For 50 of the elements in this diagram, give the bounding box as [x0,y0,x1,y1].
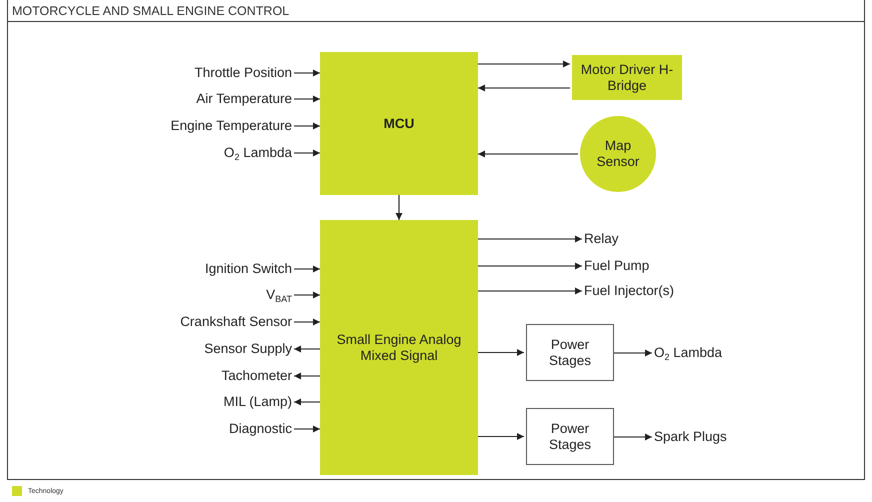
arrow [478,84,570,92]
block-label: Power Stages [548,336,592,368]
block-label: Motor Driver H-Bridge [580,62,674,94]
signal-label: Air Temperature [196,90,292,108]
arrow [294,150,320,156]
block-label: Small Engine Analog Mixed Signal [336,332,462,364]
arrow [478,349,524,356]
arrow [294,372,320,380]
arrow [478,150,578,158]
signal-label: V$_{BAT}$ [266,286,292,304]
block-label: Power Stages [548,420,592,452]
arrow [294,96,320,102]
signal-label: Diagnostic [228,420,292,438]
arrow [294,346,320,352]
arrow [294,426,320,432]
signal-label: Ignition Switch [204,260,292,278]
block-label: MCU [382,116,416,132]
arrow [294,70,320,76]
arrow [294,318,320,326]
signal-label: O$_{2}$ Lambda [224,144,292,162]
arrow [294,292,320,298]
signal-label: Relay [584,230,619,248]
signal-label: Sensor Supply [204,340,292,358]
signal-label: Throttle Position [194,64,292,82]
signal-label: Spark Plugs [654,428,727,446]
arrow [614,350,652,356]
block-label: Map Sensor [596,138,640,170]
arrow [396,195,402,220]
arrow [478,262,582,270]
signal-label: Engine Temperature [170,117,292,135]
signal-label: Tachometer [221,367,292,385]
arrow [294,398,320,406]
arrow [478,60,570,68]
arrow [478,236,582,242]
stage-box [526,408,614,465]
arrow [614,434,652,440]
arrow [478,288,582,294]
signal-label: Fuel Pump [584,257,650,275]
block-box [320,220,478,475]
signal-label: Fuel Injector(s) [584,282,674,300]
signal-label: MIL (Lamp) [223,393,292,411]
block-box [320,52,478,195]
diagram-title: MOTORCYCLE AND SMALL ENGINE CONTROL [12,4,290,18]
stage-box [526,324,614,381]
block-box [572,55,682,100]
signal-label: Crankshaft Sensor [180,313,292,331]
arrow [478,433,524,440]
signal-label: O$_{2}$ Lambda [654,344,722,362]
arrow [294,266,320,272]
arrow [294,122,320,130]
